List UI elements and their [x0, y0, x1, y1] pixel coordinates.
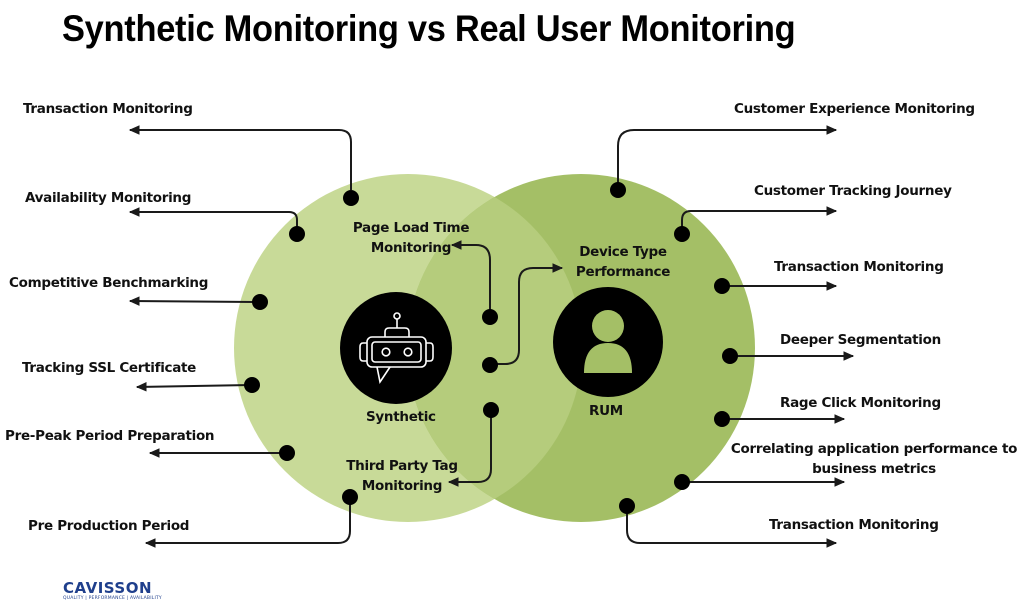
- dot-rage-click: [714, 411, 730, 427]
- synthetic-feature-pre-peak: Pre-Peak Period Preparation: [5, 428, 215, 444]
- dot-transaction-monitoring-bottom: [619, 498, 635, 514]
- connector-transaction-monitoring-left: [128, 125, 352, 190]
- rum-feature-rage-click: Rage Click Monitoring: [780, 395, 941, 411]
- rum-icon-badge: [553, 287, 663, 397]
- user-icon: [584, 310, 632, 373]
- rum-feature-deeper-segmentation: Deeper Segmentation: [780, 332, 941, 348]
- synthetic-label: Synthetic: [366, 409, 436, 425]
- shared-third-party-label: Third Party Tag Monitoring: [340, 456, 464, 496]
- dot-tracking-ssl: [244, 377, 260, 393]
- page-load-line1: Page Load Time: [352, 220, 470, 236]
- dot-deeper-segmentation: [722, 348, 738, 364]
- synthetic-feature-tracking-ssl: Tracking SSL Certificate: [22, 360, 197, 376]
- dot-third-party: [483, 402, 499, 418]
- dot-correlating: [674, 474, 690, 490]
- rum-label: RUM: [589, 403, 623, 419]
- robot-chat-icon: [359, 312, 434, 385]
- dot-transaction-monitoring-left: [343, 190, 359, 206]
- synthetic-feature-availability-monitoring: Availability Monitoring: [25, 190, 192, 206]
- dot-customer-experience: [610, 182, 626, 198]
- device-type-line1: Device Type: [579, 244, 667, 260]
- logo-tagline: QUALITY | PERFORMANCE | AVAILABILITY: [63, 596, 162, 601]
- connector-device-type: [490, 263, 564, 365]
- rum-feature-correlating: Correlating application performance to b…: [728, 439, 1020, 479]
- connector-pre-production: [144, 496, 351, 548]
- dot-competitive-benchmarking: [252, 294, 268, 310]
- connector-availability-monitoring: [128, 207, 298, 234]
- dot-customer-tracking: [674, 226, 690, 242]
- synthetic-icon-badge: [340, 292, 452, 404]
- synthetic-feature-transaction-monitoring: Transaction Monitoring: [23, 101, 193, 117]
- rum-feature-customer-tracking: Customer Tracking Journey: [754, 183, 952, 199]
- third-party-line1: Third Party Tag: [346, 458, 458, 474]
- cavisson-logo: CAVISSON QUALITY | PERFORMANCE | AVAILAB…: [63, 580, 162, 601]
- dot-transaction-monitoring-right: [714, 278, 730, 294]
- rum-feature-transaction-monitoring-bottom: Transaction Monitoring: [769, 517, 939, 533]
- connector-third-party: [447, 411, 492, 487]
- connector-page-load: [450, 240, 491, 316]
- device-type-line2: Performance: [575, 264, 671, 280]
- shared-device-type-label: Device Type Performance: [568, 242, 678, 282]
- dot-pre-production: [342, 489, 358, 505]
- connector-competitive-benchmarking: [128, 296, 261, 306]
- rum-feature-customer-experience: Customer Experience Monitoring: [734, 101, 975, 117]
- page-title: Synthetic Monitoring vs Real User Monito…: [62, 8, 796, 49]
- correlating-line1: Correlating application performance to: [730, 441, 1018, 457]
- dot-page-load: [482, 309, 498, 325]
- synthetic-feature-pre-production: Pre Production Period: [28, 518, 190, 534]
- rum-feature-transaction-monitoring: Transaction Monitoring: [774, 259, 944, 275]
- page-load-line2: Monitoring: [370, 240, 452, 256]
- third-party-line2: Monitoring: [361, 478, 443, 494]
- connector-customer-tracking: [681, 206, 838, 234]
- connector-customer-experience: [617, 125, 838, 190]
- connector-transaction-monitoring-bottom: [626, 506, 838, 548]
- correlating-line2: business metrics: [812, 461, 936, 477]
- synthetic-feature-competitive-benchmarking: Competitive Benchmarking: [9, 275, 209, 291]
- connector-tracking-ssl: [135, 382, 252, 392]
- dot-device-type: [482, 357, 498, 373]
- logo-name: CAVISSON: [63, 579, 153, 597]
- shared-page-load-label: Page Load Time Monitoring: [352, 218, 470, 258]
- dot-pre-peak: [279, 445, 295, 461]
- dot-availability-monitoring: [289, 226, 305, 242]
